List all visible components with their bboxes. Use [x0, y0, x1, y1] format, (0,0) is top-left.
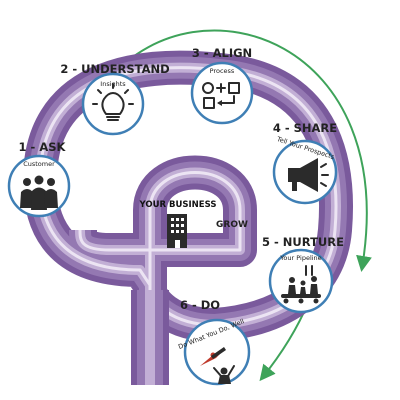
- step-title: 2 - UNDERSTAND: [60, 62, 169, 76]
- center-label: YOUR BUSINESS: [139, 200, 217, 210]
- step-title: 5 - NURTURE: [262, 235, 344, 249]
- step-title: 1 - ASK: [19, 140, 67, 154]
- step-title: 4 - SHARE: [273, 121, 337, 135]
- step-subtitle: Customer: [23, 160, 55, 168]
- process-shapes-icon: [202, 82, 240, 109]
- green-arrow-to-nurture: [109, 29, 372, 272]
- lightbulb-icon: [92, 83, 134, 121]
- office-building-icon: [167, 214, 187, 248]
- step-share: 4 - SHARE Tell Your Prospects: [272, 121, 337, 205]
- family-on-conveyor-icon: [281, 265, 321, 304]
- center-business: YOUR BUSINESS GROW: [139, 200, 248, 248]
- step-subtitle: Process: [210, 67, 235, 75]
- megaphone-icon: [288, 158, 329, 192]
- step-ask: 1 - ASK Customer: [7, 140, 71, 218]
- step-subtitle: Your Pipeline: [279, 254, 321, 262]
- step-title: 6 - DO: [180, 298, 220, 312]
- step-align: 3 - ALIGN Process: [190, 46, 254, 125]
- super-hero-icon: [200, 347, 235, 384]
- step-nurture: 5 - NURTURE Your Pipeline: [262, 235, 344, 314]
- step-understand: 2 - UNDERSTAND Insights: [60, 62, 170, 136]
- group-of-people-icon: [20, 175, 58, 210]
- grow-label: GROW: [216, 220, 248, 230]
- step-title: 3 - ALIGN: [192, 46, 252, 60]
